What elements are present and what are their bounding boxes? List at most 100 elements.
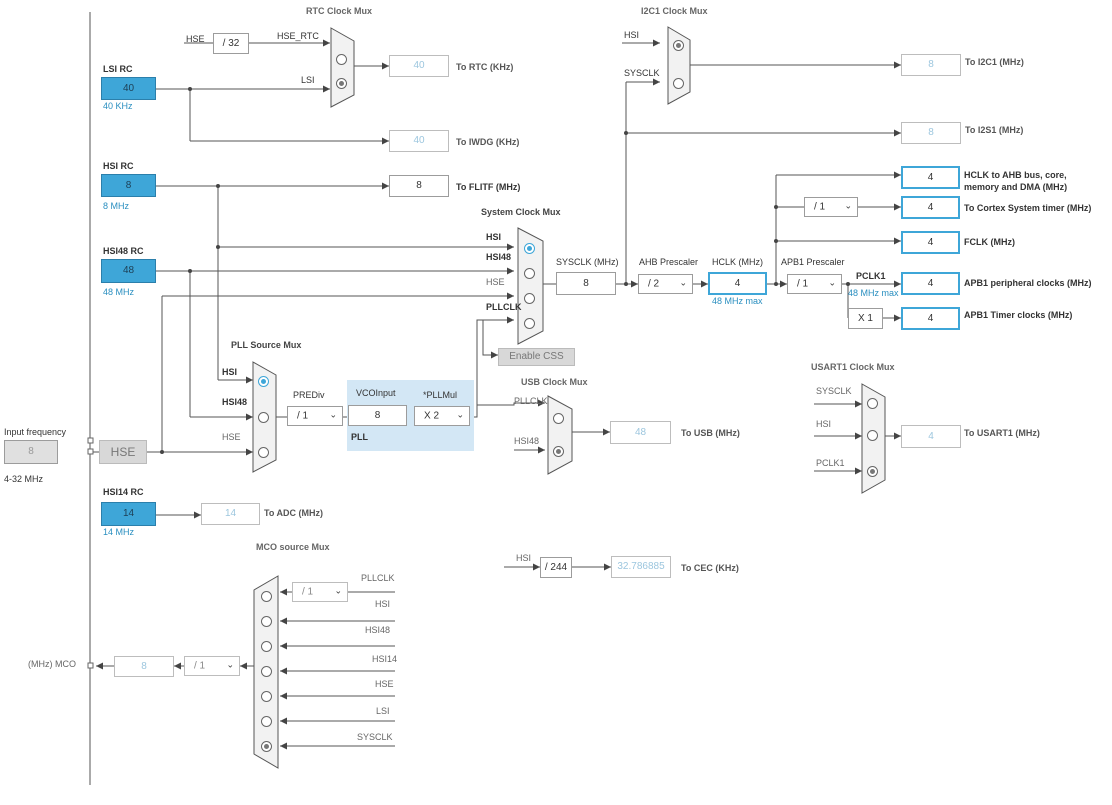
sysmux-hsi-label: HSI [486,232,502,242]
ahb-prescaler-label: AHB Prescaler [639,257,699,267]
cec-hsi-label: HSI [516,553,532,563]
hsi48-rc-value[interactable]: 48 [101,259,156,283]
usart1-hsi-label: HSI [816,419,832,429]
vco-input-value: 8 [348,405,407,426]
pll-label: PLL [351,432,368,442]
hsi14-rc-value[interactable]: 14 [101,502,156,526]
usb-mux-pllclk-radio[interactable] [553,413,564,424]
hsi48-rc-freq: 48 MHz [103,287,135,297]
flitf-dest-label: To FLITF (MHz) [456,182,521,192]
mco-hse-label: HSE [375,679,394,689]
usart1-mux-pclk1-radio[interactable] [867,466,878,477]
input-frequency-label: Input frequency [4,427,67,437]
iwdg-value: 40 [389,130,449,152]
chevron-down-icon: ⌄ [844,200,852,211]
pllmul-select[interactable]: X 2 ⌄ [414,406,470,426]
pll-src-hsi-radio[interactable] [258,376,269,387]
mco-hsi-radio[interactable] [261,616,272,627]
hsi-rc-freq: 8 MHz [103,201,130,211]
pllmul-label: *PLLMul [423,390,458,400]
chevron-down-icon: ⌄ [679,277,687,288]
i2c1-dest-label: To I2C1 (MHz) [965,57,1024,67]
usart1-mux-hsi-radio[interactable] [867,430,878,441]
hsi14-rc-freq: 14 MHz [103,527,135,537]
i2c1-value: 8 [901,54,961,76]
rtc-mux-hse-radio[interactable] [336,54,347,65]
rtc-value: 40 [389,55,449,77]
pll-src-hsi-label: HSI [222,367,238,377]
apb1-timer-multiplier: X 1 [848,308,883,329]
mco-divider-select[interactable]: / 1 ⌄ [184,656,240,676]
enable-css-button[interactable]: Enable CSS [498,348,575,366]
mco-hsi14-label: HSI14 [372,654,398,664]
hse-button[interactable]: HSE [99,440,147,464]
hclk-value[interactable]: 4 [708,272,767,295]
chevron-down-icon: ⌄ [456,409,464,420]
cec-divider: / 244 [540,557,572,578]
cortex-divider-value: / 1 [814,201,826,213]
apb1-prescaler-select[interactable]: / 1 ⌄ [787,274,842,294]
fclk-output-label: FCLK (MHz) [964,237,1015,247]
usart1-mux-title: USART1 Clock Mux [811,362,895,372]
i2c1-hsi-label: HSI [624,30,640,40]
mco-pllclk-radio[interactable] [261,591,272,602]
sysmux-pllclk-radio[interactable] [524,318,535,329]
hclk-ahb-output-value[interactable]: 4 [901,166,960,189]
fclk-output-value[interactable]: 4 [901,231,960,254]
cortex-timer-output-value[interactable]: 4 [901,196,960,219]
i2s1-dest-label: To I2S1 (MHz) [965,125,1024,135]
hse-rtc-label: HSE_RTC [277,31,319,41]
prediv-label: PREDiv [293,390,325,400]
mco-sysclk-radio[interactable] [261,741,272,752]
usb-mux-hsi48-radio[interactable] [553,446,564,457]
pll-src-hsi48-radio[interactable] [258,412,269,423]
chevron-down-icon: ⌄ [329,409,337,420]
usb-dest-label: To USB (MHz) [681,428,740,438]
rtc-hse-label: HSE [186,34,205,44]
input-frequency-field[interactable]: 8 [4,440,58,464]
mco-hsi14-radio[interactable] [261,666,272,677]
i2s1-value: 8 [901,122,961,144]
cortex-timer-divider-select[interactable]: / 1 ⌄ [804,197,858,217]
sysclk-value[interactable]: 8 [556,272,616,295]
pll-src-hse-radio[interactable] [258,447,269,458]
mco-lsi-radio[interactable] [261,716,272,727]
hclk-label: HCLK (MHz) [712,257,763,267]
rtc-mux-title: RTC Clock Mux [306,6,373,16]
sysmux-hse-radio[interactable] [524,293,535,304]
cec-dest-label: To CEC (KHz) [681,563,739,573]
i2c1-mux-hsi-radio[interactable] [673,40,684,51]
vco-input-label: VCOInput [356,388,396,398]
mco-pllclk-divider-select[interactable]: / 1 ⌄ [292,582,348,602]
mco-value: 8 [114,656,174,677]
hclk-ahb-output-label: HCLK to AHB bus, core, memory and DMA (M… [964,170,1068,192]
prediv-select[interactable]: / 1 ⌄ [287,406,343,426]
hsi14-rc-title: HSI14 RC [103,487,144,497]
apb1-peripheral-output-value[interactable]: 4 [901,272,960,295]
hsi-rc-value[interactable]: 8 [101,174,156,197]
pll-src-hse-label: HSE [222,432,241,442]
mco-lsi-label: LSI [376,706,390,716]
sysmux-hsi48-radio[interactable] [524,268,535,279]
i2c1-mux-sysclk-radio[interactable] [673,78,684,89]
flitf-value: 8 [389,175,449,197]
adc-dest-label: To ADC (MHz) [264,508,323,518]
sysmux-hsi-radio[interactable] [524,243,535,254]
lsi-rc-value[interactable]: 40 [101,77,156,100]
pll-src-hsi48-label: HSI48 [222,397,248,407]
rtc-hse-divider: / 32 [213,33,249,54]
usb-mux-title: USB Clock Mux [521,377,588,387]
usb-pllclk-label: PLLCLK [514,396,548,406]
pll-source-mux-title: PLL Source Mux [231,340,302,350]
apb1-prescaler-value: / 1 [797,278,809,290]
i2c1-sysclk-label: SYSCLK [624,68,660,78]
rtc-mux-lsi-radio[interactable] [336,78,347,89]
mco-output-label: (MHz) MCO [28,659,76,669]
mco-hsi48-radio[interactable] [261,641,272,652]
usart1-mux-sysclk-radio[interactable] [867,398,878,409]
mco-hse-radio[interactable] [261,691,272,702]
apb1-timer-output-value[interactable]: 4 [901,307,960,330]
usb-value: 48 [610,421,671,444]
ahb-prescaler-select[interactable]: / 2 ⌄ [638,274,693,294]
